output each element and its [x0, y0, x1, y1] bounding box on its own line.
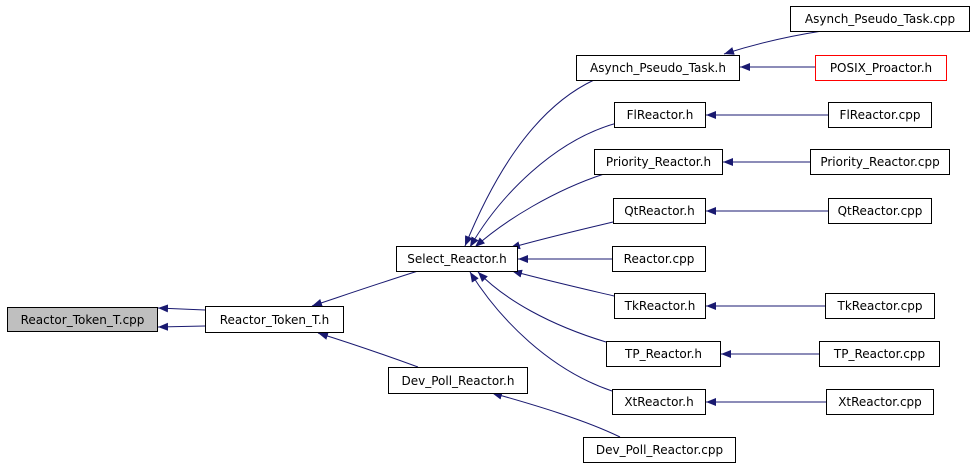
- edge-select-reactor-to-reactor-token-t-h: [311, 270, 419, 307]
- node-label: XtReactor.h: [624, 395, 694, 409]
- node-label: Asynch_Pseudo_Task.cpp: [804, 12, 956, 26]
- node-label: POSIX_Proactor.h: [829, 61, 933, 75]
- node-priority-reactor-h[interactable]: Priority_Reactor.h: [594, 149, 723, 175]
- node-label: Reactor_Token_T.h: [219, 312, 330, 327]
- edge-priority-reactor-h-to-select-reactor: [474, 173, 605, 248]
- node-flreactor-cpp[interactable]: FlReactor.cpp: [828, 102, 932, 128]
- node-label: Dev_Poll_Reactor.h: [401, 373, 515, 388]
- edge-tp-reactor-h-to-select-reactor: [477, 271, 607, 343]
- node-qtreactor-cpp[interactable]: QtReactor.cpp: [828, 198, 932, 224]
- node-reactor-token-t-cpp[interactable]: Reactor_Token_T.cpp: [7, 307, 158, 332]
- node-dev-poll-reactor-h[interactable]: Dev_Poll_Reactor.h: [388, 367, 528, 394]
- edge-dev-poll-reactor-h-to-reactor-token-t-h: [317, 332, 419, 368]
- node-label: Asynch_Pseudo_Task.h: [590, 61, 726, 75]
- node-label: TP_Reactor.cpp: [833, 347, 926, 361]
- node-select-reactor-h[interactable]: Select_Reactor.h: [396, 246, 518, 272]
- edge-asynch-pseudo-task-h-to-select-reactor: [464, 79, 595, 247]
- node-qtreactor-h[interactable]: QtReactor.h: [613, 198, 706, 224]
- edge-reactor-token-t-h-to-cpp: [157, 304, 206, 313]
- node-label: Select_Reactor.h: [407, 252, 507, 266]
- node-label: TkReactor.h: [624, 299, 696, 313]
- edge-xtreactor-h-to-select-reactor: [469, 271, 613, 392]
- node-tp-reactor-h[interactable]: TP_Reactor.h: [606, 341, 721, 367]
- node-label: Dev_Poll_Reactor.cpp: [595, 443, 724, 457]
- edge-asynch-pseudo-task-cpp-to-h: [723, 30, 823, 55]
- node-asynch-pseudo-task-cpp[interactable]: Asynch_Pseudo_Task.cpp: [790, 6, 970, 32]
- node-label: FlReactor.h: [626, 108, 694, 122]
- edge-qtreactor-h-to-select-reactor: [509, 221, 614, 250]
- node-label: QtReactor.h: [624, 204, 695, 218]
- edge-layer: [157, 30, 828, 438]
- node-reactor-token-t-h[interactable]: Reactor_Token_T.h: [205, 306, 344, 333]
- node-label: Reactor.cpp: [623, 252, 695, 266]
- edge-flreactor-h-to-select-reactor: [469, 122, 618, 248]
- node-label: FlReactor.cpp: [839, 108, 921, 122]
- node-label: Priority_Reactor.cpp: [820, 155, 940, 169]
- node-label: TP_Reactor.h: [625, 347, 702, 361]
- node-label: Reactor_Token_T.cpp: [20, 312, 145, 327]
- node-reactor-cpp[interactable]: Reactor.cpp: [612, 246, 706, 272]
- node-label: XtReactor.cpp: [838, 395, 922, 409]
- edge-tkreactor-h-to-select-reactor: [511, 269, 615, 297]
- node-xtreactor-cpp[interactable]: XtReactor.cpp: [826, 389, 934, 415]
- edge-reactor-token-t-cpp-to-h: [157, 322, 206, 331]
- edge-dev-poll-reactor-cpp-to-h: [491, 391, 621, 438]
- node-label: Priority_Reactor.h: [605, 155, 712, 169]
- node-posix-proactor-h[interactable]: POSIX_Proactor.h: [815, 55, 947, 81]
- node-label: QtReactor.cpp: [837, 204, 923, 218]
- node-xtreactor-h[interactable]: XtReactor.h: [612, 389, 706, 415]
- node-priority-reactor-cpp[interactable]: Priority_Reactor.cpp: [810, 149, 950, 175]
- node-tp-reactor-cpp[interactable]: TP_Reactor.cpp: [819, 341, 940, 367]
- node-asynch-pseudo-task-h[interactable]: Asynch_Pseudo_Task.h: [576, 55, 740, 81]
- node-flreactor-h[interactable]: FlReactor.h: [614, 102, 706, 128]
- node-dev-poll-reactor-cpp[interactable]: Dev_Poll_Reactor.cpp: [583, 437, 736, 463]
- node-label: TkReactor.cpp: [837, 299, 923, 313]
- node-tkreactor-h[interactable]: TkReactor.h: [614, 293, 706, 319]
- node-tkreactor-cpp[interactable]: TkReactor.cpp: [825, 293, 935, 319]
